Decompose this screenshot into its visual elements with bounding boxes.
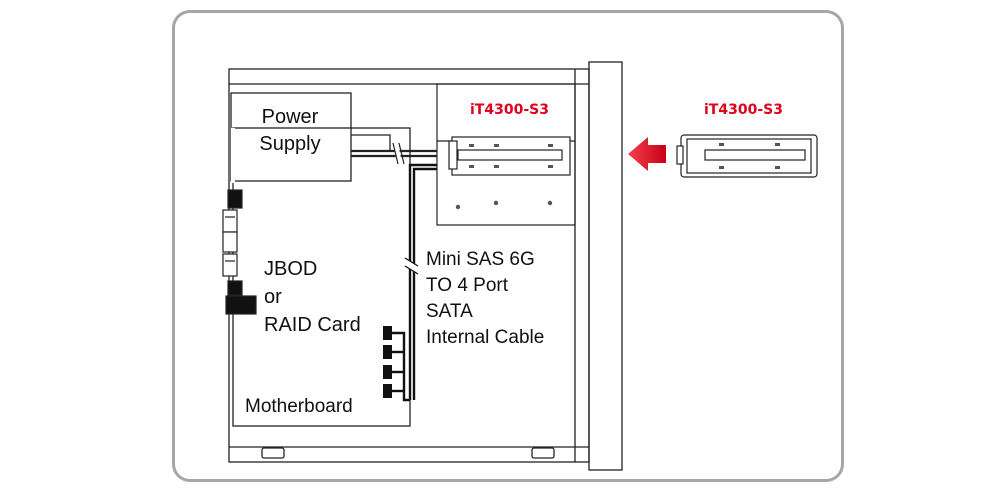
incoming-drive-enclosure [676, 134, 818, 178]
power-supply-label: Power Supply [240, 104, 340, 158]
cable-line-4: Internal Cable [426, 327, 545, 348]
diagram-frame [172, 10, 844, 482]
model-incoming-label: iT4300-S3 [704, 102, 783, 118]
cable-line-1: Mini SAS 6G [426, 249, 535, 270]
cable-label: Mini SAS 6G TO 4 Port SATA Internal Cabl… [426, 247, 544, 351]
power-supply-line-1: Power [261, 106, 319, 128]
io-brackets [222, 189, 257, 315]
card-line-1: JBOD [264, 258, 318, 280]
motherboard-label: Motherboard [245, 396, 353, 417]
card-line-3: RAID Card [264, 314, 361, 336]
card-line-2: or [264, 286, 282, 308]
drive-bay [436, 83, 576, 226]
cable-line-2: TO 4 Port [426, 275, 509, 296]
card-label: JBOD or RAID Card [264, 255, 361, 339]
model-installed-label: iT4300-S3 [470, 102, 549, 118]
sata-connectors [383, 326, 392, 398]
power-supply-line-2: Supply [259, 133, 321, 155]
cable-line-3: SATA [426, 301, 473, 322]
mini-sas-cable [391, 163, 437, 402]
power-supply-box [230, 92, 352, 182]
left-arrow-icon [628, 137, 666, 171]
power-cable [351, 134, 437, 166]
